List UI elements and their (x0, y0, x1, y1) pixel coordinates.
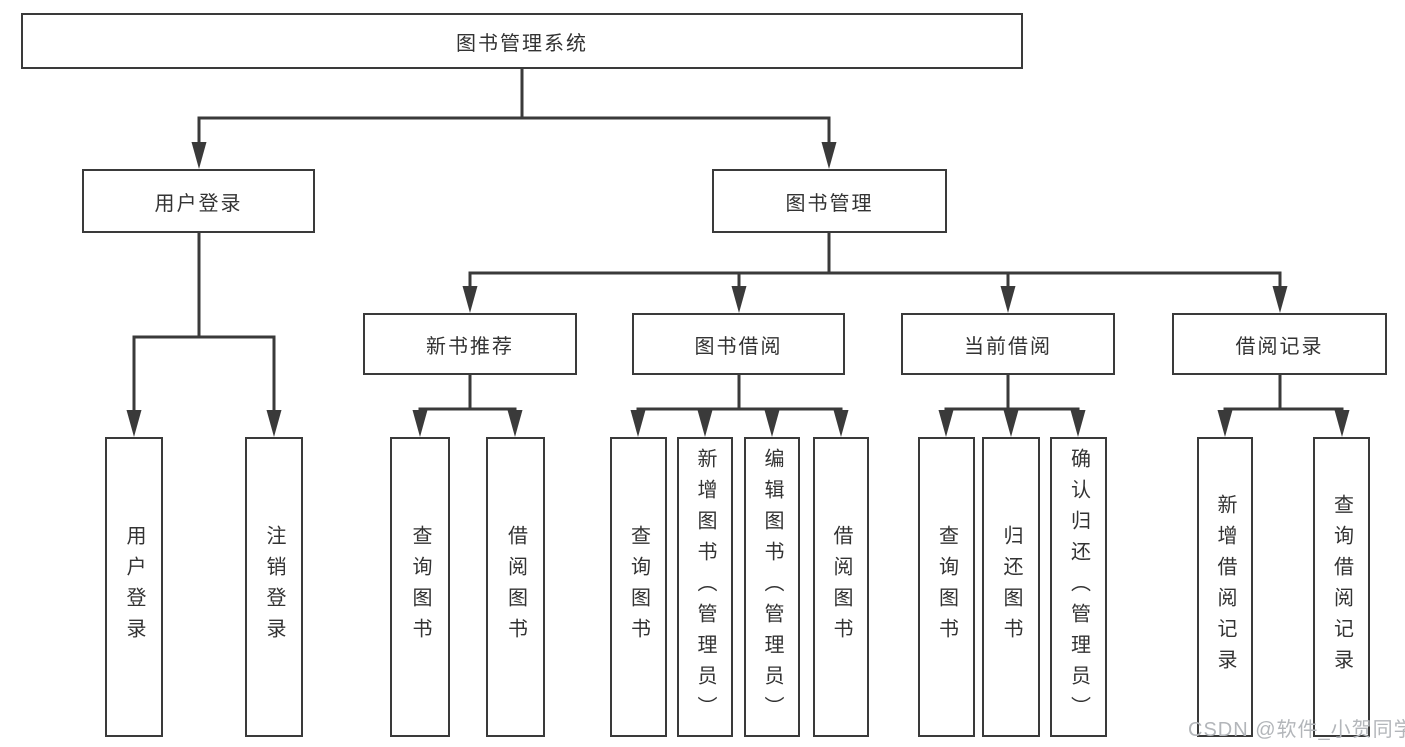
node-label: 注销登录 (263, 525, 285, 649)
leaf-add-book-admin: 新增图书（管理员） (677, 437, 733, 737)
node-label: 图书管理系统 (456, 32, 588, 55)
node-library-management-system: 图书管理系统 (21, 13, 1023, 69)
node-new-book-recommendation: 新书推荐 (363, 313, 577, 375)
node-label: 归还图书 (1000, 525, 1022, 649)
node-label: 新书推荐 (426, 335, 514, 358)
leaf-borrow-books-recommend: 借阅图书 (486, 437, 545, 737)
node-label: 查询图书 (409, 525, 431, 649)
node-label: 图书借阅 (694, 335, 783, 358)
node-book-borrowing: 图书借阅 (632, 313, 845, 375)
leaf-return-book: 归还图书 (982, 437, 1040, 737)
node-label: 查询图书 (627, 525, 650, 649)
node-label: 借阅记录 (1235, 335, 1324, 358)
leaf-borrow-books-borrowing: 借阅图书 (813, 437, 869, 737)
arrowhead-icons (126, 142, 1350, 437)
csdn-watermark: CSDN @软件_小贺同学 (1188, 719, 1405, 741)
node-label: 查询借阅记录 (1330, 494, 1353, 680)
leaf-query-books-recommend: 查询图书 (390, 437, 450, 737)
node-label: 新增图书（管理员） (694, 447, 716, 727)
node-label: 用户登录 (123, 525, 145, 649)
node-label: 借阅图书 (504, 525, 527, 649)
node-label: 新增借阅记录 (1214, 494, 1236, 680)
node-label: 图书管理 (785, 192, 874, 215)
leaf-edit-book-admin: 编辑图书（管理员） (744, 437, 800, 737)
node-label: 用户登录 (154, 192, 243, 215)
leaf-logout: 注销登录 (245, 437, 303, 737)
node-book-management: 图书管理 (712, 169, 947, 233)
node-label: 确认归还（管理员） (1067, 447, 1090, 727)
node-label: 查询图书 (935, 525, 958, 649)
node-borrowing-records: 借阅记录 (1172, 313, 1387, 375)
node-current-borrowing: 当前借阅 (901, 313, 1115, 375)
node-label: 编辑图书（管理员） (761, 447, 783, 727)
node-user-login: 用户登录 (82, 169, 315, 233)
node-label: 当前借阅 (964, 335, 1052, 358)
leaf-query-books-borrowing: 查询图书 (610, 437, 667, 737)
leaf-add-borrow-record: 新增借阅记录 (1197, 437, 1253, 737)
leaf-query-books-current: 查询图书 (918, 437, 975, 737)
leaf-query-borrow-record: 查询借阅记录 (1313, 437, 1370, 737)
leaf-user-login: 用户登录 (105, 437, 163, 737)
node-label: 借阅图书 (830, 525, 852, 649)
leaf-confirm-return-admin: 确认归还（管理员） (1050, 437, 1107, 737)
